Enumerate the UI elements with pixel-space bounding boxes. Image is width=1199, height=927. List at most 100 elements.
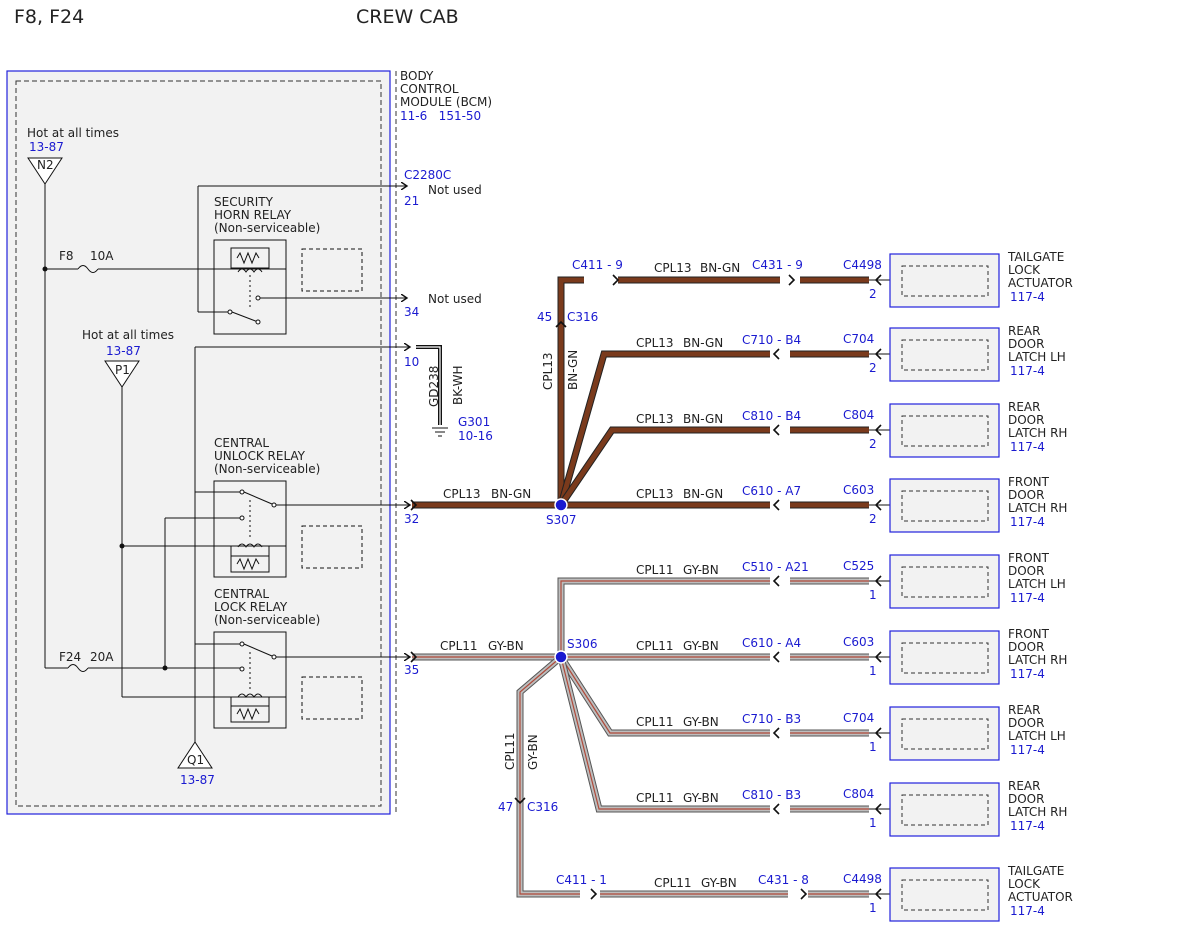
- device-name-2: DOOR: [1008, 640, 1044, 654]
- f24-rating: 20A: [90, 650, 114, 664]
- pin21: 21: [404, 194, 419, 208]
- device-ref: 117-4: [1010, 591, 1045, 605]
- device-connector-label: C603: [843, 483, 874, 497]
- bn-branch-rrh-core: [558, 427, 770, 507]
- device-name-3: LATCH RH: [1008, 653, 1067, 667]
- inline-conn-b-label: C510 - A21: [742, 560, 809, 574]
- row-circuit-name: CPL13: [636, 487, 674, 501]
- row-circuit-color: GY-BN: [683, 715, 719, 729]
- device-inner: [901, 566, 989, 598]
- device-name-3: LATCH LH: [1008, 729, 1066, 743]
- ground-color: BK-WH: [451, 365, 465, 405]
- lock-l3: (Non-serviceable): [214, 613, 320, 627]
- bn-trunk-name: CPL13: [443, 487, 481, 501]
- pin35-arrow: [410, 651, 418, 663]
- c316-bot-name: C316: [527, 800, 558, 814]
- device-connector-label: C704: [843, 711, 874, 725]
- device-connector-label: C4498: [843, 872, 882, 886]
- device-ref: 117-4: [1010, 743, 1045, 757]
- f8-rating: 10A: [90, 249, 114, 263]
- device-name-1: FRONT: [1008, 627, 1050, 641]
- device-box: [889, 867, 1000, 922]
- device-connector-label: C704: [843, 332, 874, 346]
- inline-conn-b-label: C810 - B3: [742, 788, 801, 802]
- device-name-2: DOOR: [1008, 488, 1044, 502]
- harness-wires: [410, 274, 882, 900]
- pin32-arrow: [410, 499, 418, 511]
- row-circuit-color: BN-GN: [683, 336, 723, 350]
- ground-ref: 10-16: [458, 429, 493, 443]
- row-circuit-name: CPL13: [636, 412, 674, 426]
- device-name-1: TAILGATE: [1007, 250, 1064, 264]
- header-cab: CREW CAB: [356, 6, 459, 28]
- gy-vert-color: GY-BN: [526, 734, 540, 770]
- device-name-3: LATCH LH: [1008, 577, 1066, 591]
- bcm-label-2: CONTROL: [400, 82, 459, 96]
- row-circuit-color: GY-BN: [683, 639, 719, 653]
- device-box: [889, 782, 1000, 837]
- bcm-label-3: MODULE (BCM): [400, 95, 492, 109]
- c411-9-connector: [612, 274, 620, 286]
- device-pin-label: 2: [869, 437, 877, 451]
- n2-id: N2: [37, 158, 54, 172]
- f24-name: F24: [59, 650, 81, 664]
- n2-text: Hot at all times: [27, 126, 119, 140]
- inline-connector-0: [772, 348, 780, 360]
- device-pin-label: 1: [869, 816, 877, 830]
- row-circuit-name: CPL11: [636, 791, 674, 805]
- device-pin-label: 2: [869, 512, 877, 526]
- device-inner: [901, 265, 989, 297]
- fuse-f8: F8 10A: [45, 249, 230, 273]
- security-horn-relay: SECURITY HORN RELAY (Non-serviceable): [197, 185, 407, 335]
- ground-circuit: GD238: [427, 366, 441, 407]
- device-box: [889, 706, 1000, 761]
- device-connector-label: C603: [843, 635, 874, 649]
- q1-id: Q1: [187, 753, 204, 767]
- bcm-refs: 11-6 151-50: [400, 109, 481, 123]
- row-circuit-name: CPL11: [636, 639, 674, 653]
- power-p1: Hot at all times 13-87 P1: [82, 328, 174, 388]
- gy-branch-rrh-tracer: [560, 656, 770, 810]
- device-name-1: REAR: [1008, 324, 1040, 338]
- unlock-l2: UNLOCK RELAY: [214, 449, 306, 463]
- central-unlock-relay: CENTRAL UNLOCK RELAY (Non-serviceable): [122, 436, 363, 578]
- device-name-2: LOCK: [1008, 263, 1041, 277]
- horn-relay-l1: SECURITY: [214, 195, 274, 209]
- device-box: [889, 327, 1000, 382]
- device-ref: 117-4: [1010, 904, 1045, 918]
- c411-1-connector: [590, 888, 598, 900]
- lock-l1: CENTRAL: [214, 587, 269, 601]
- device-box: [889, 253, 1000, 308]
- bn-trunk-color: BN-GN: [491, 487, 531, 501]
- device-inner: [901, 642, 989, 674]
- device-name-2: DOOR: [1008, 564, 1044, 578]
- device-box: [889, 630, 1000, 685]
- device-connector-label: C4498: [843, 258, 882, 272]
- q1-ref: 13-87: [180, 773, 215, 787]
- inline-conn-b-label: C431 - 9: [752, 258, 803, 272]
- f8-name: F8: [59, 249, 74, 263]
- gy-vert-name: CPL11: [503, 732, 517, 770]
- device-name-1: FRONT: [1008, 551, 1050, 565]
- p1-id: P1: [115, 363, 130, 377]
- device-inner: [901, 718, 989, 750]
- device-pin-label: 1: [869, 664, 877, 678]
- fuse-f24: F24 20A: [45, 650, 240, 672]
- device-name-1: REAR: [1008, 779, 1040, 793]
- gy-trunk-color: GY-BN: [488, 639, 524, 653]
- row-circuit-color: GY-BN: [683, 563, 719, 577]
- s307-label: S307: [546, 513, 577, 527]
- ground-id: G301: [458, 415, 490, 429]
- row-circuit-name: CPL13: [654, 261, 692, 275]
- bcm-label-1: BODY: [400, 69, 434, 83]
- device-pin-label: 1: [869, 588, 877, 602]
- inline-connector-6: [772, 803, 780, 815]
- q1: Q1 13-87: [177, 741, 215, 787]
- c316-top-name: C316: [567, 310, 598, 324]
- device-inner: [901, 415, 989, 447]
- bn-branch-rlh-core: [558, 351, 770, 506]
